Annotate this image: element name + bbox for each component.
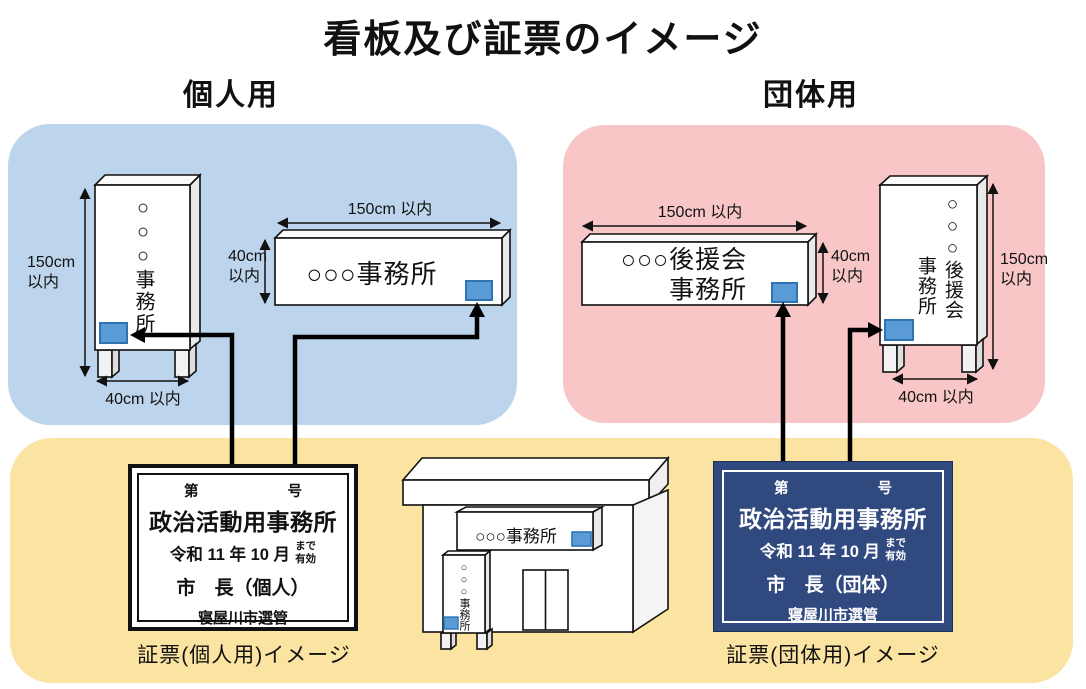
organization-horizontal-sign [580, 232, 818, 307]
organization-standing-sign [877, 174, 990, 374]
dimension-label-organization-horizontal-width: 150cm 以内 [657, 204, 743, 221]
certificate-issuer: 市 長（個人） [176, 578, 310, 600]
page-title: 看板及び証票のイメージ [323, 19, 763, 61]
connector-arrows [130, 302, 883, 466]
individual-section-heading: 個人用 [183, 79, 279, 112]
dimension-label-individual-standing-height: 150cm 以内 [27, 254, 76, 292]
organization-standing-sign-column2: 事務所 [915, 256, 936, 316]
certificate-number-row: 第 号 [184, 484, 302, 500]
organization-horizontal-sign-line1: ○○○後援会 [620, 246, 748, 274]
certificate-marker [465, 280, 493, 301]
certificate-title: 政治活動用事務所 [149, 509, 337, 535]
certificate-individual: 第 号 政治活動用事務所 令和 11 年 10 月 まで 有効 市 長（個人） … [128, 464, 358, 631]
certificate-title: 政治活動用事務所 [739, 506, 927, 532]
dimension-label-individual-horizontal-width: 150cm 以内 [347, 201, 433, 218]
certificate-number-row: 第 号 [774, 481, 892, 497]
certificate-validity: 令和 11 年 10 月 まで 有効 [169, 540, 317, 565]
certificate-authority: 寝屋川市選管 [197, 610, 288, 628]
organization-standing-sign-text: ○○○後援会 事務所 [912, 194, 966, 346]
certificate-issuer: 市 長（団体） [766, 575, 900, 597]
dimension-arrows [79, 182, 999, 387]
certificate-marker [99, 322, 128, 344]
certificate-organization-caption: 証票(団体用)イメージ [726, 644, 940, 667]
certificate-individual-caption: 証票(個人用)イメージ [137, 644, 351, 667]
certificate-marker [571, 531, 592, 547]
organization-section-heading: 団体用 [763, 79, 859, 112]
organization-horizontal-sign-line2: 事務所 [669, 275, 748, 304]
organization-horizontal-sign-text: ○○○後援会 事務所 [584, 246, 784, 305]
certificate-marker [443, 616, 459, 630]
connector-arrowhead [868, 322, 883, 338]
connector-arrowhead [469, 302, 485, 317]
connector-arrowhead [775, 302, 791, 317]
connector-arrowhead [130, 327, 145, 343]
connector-organization-standing [847, 327, 869, 463]
building-horizontal-sign-text: ○○○事務所 [475, 527, 557, 546]
dimension-label-organization-standing-height: 150cm 以内 [1000, 251, 1049, 289]
certificate-authority: 寝屋川市選管 [787, 607, 878, 625]
organization-standing-sign-column1: ○○○後援会 [942, 194, 963, 320]
dimension-label-individual-horizontal-height: 40cm 以内 [228, 248, 268, 286]
dimension-label-individual-standing-width: 40cm 以内 [105, 391, 181, 408]
certificate-validity: 令和 11 年 10 月 まで 有効 [759, 537, 907, 562]
dimension-label-organization-standing-width: 40cm 以内 [898, 389, 974, 406]
individual-horizontal-sign-text: ○○○事務所 [306, 259, 438, 289]
certificate-marker [771, 282, 798, 303]
certificate-organization: 第 号 政治活動用事務所 令和 11 年 10 月 まで 有効 市 長（団体） … [713, 461, 953, 632]
connector-individual-standing [144, 332, 235, 466]
office-building [401, 455, 670, 651]
individual-standing-sign-text: ○○○事務所 [132, 197, 154, 335]
building-standing-sign-text: ○○○事務所 [458, 562, 470, 631]
connector-individual-horizontal [292, 315, 480, 466]
certificate-marker [884, 319, 914, 341]
individual-horizontal-sign [273, 228, 512, 307]
dimension-label-organization-horizontal-height: 40cm 以内 [831, 248, 871, 286]
